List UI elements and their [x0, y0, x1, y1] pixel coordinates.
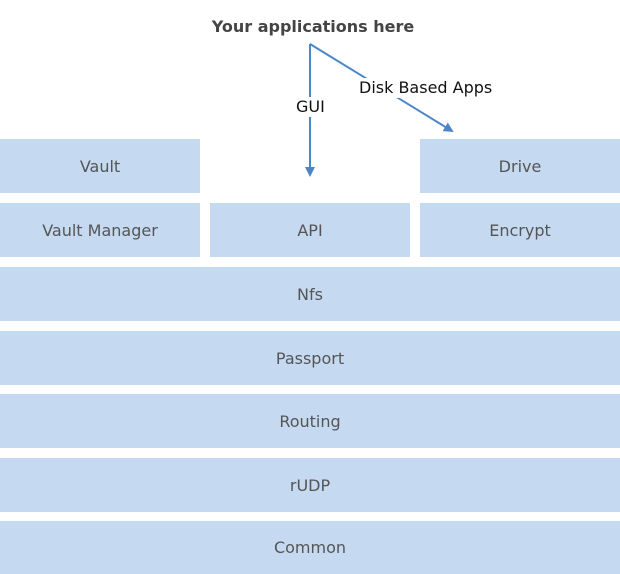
passport-block: Passport: [0, 331, 620, 385]
vault-manager-block: Vault Manager: [0, 203, 200, 257]
common-block: Common: [0, 521, 620, 574]
disk-based-apps-label: Disk Based Apps: [357, 78, 495, 98]
drive-block: Drive: [420, 139, 620, 193]
vault-block: Vault: [0, 139, 200, 193]
nfs-block: Nfs: [0, 267, 620, 321]
diagram-title: Your applications here: [211, 17, 415, 36]
gui-label: GUI: [294, 97, 327, 117]
rudp-block: rUDP: [0, 458, 620, 512]
api-block: API: [210, 203, 410, 257]
encrypt-block: Encrypt: [420, 203, 620, 257]
routing-block: Routing: [0, 394, 620, 448]
